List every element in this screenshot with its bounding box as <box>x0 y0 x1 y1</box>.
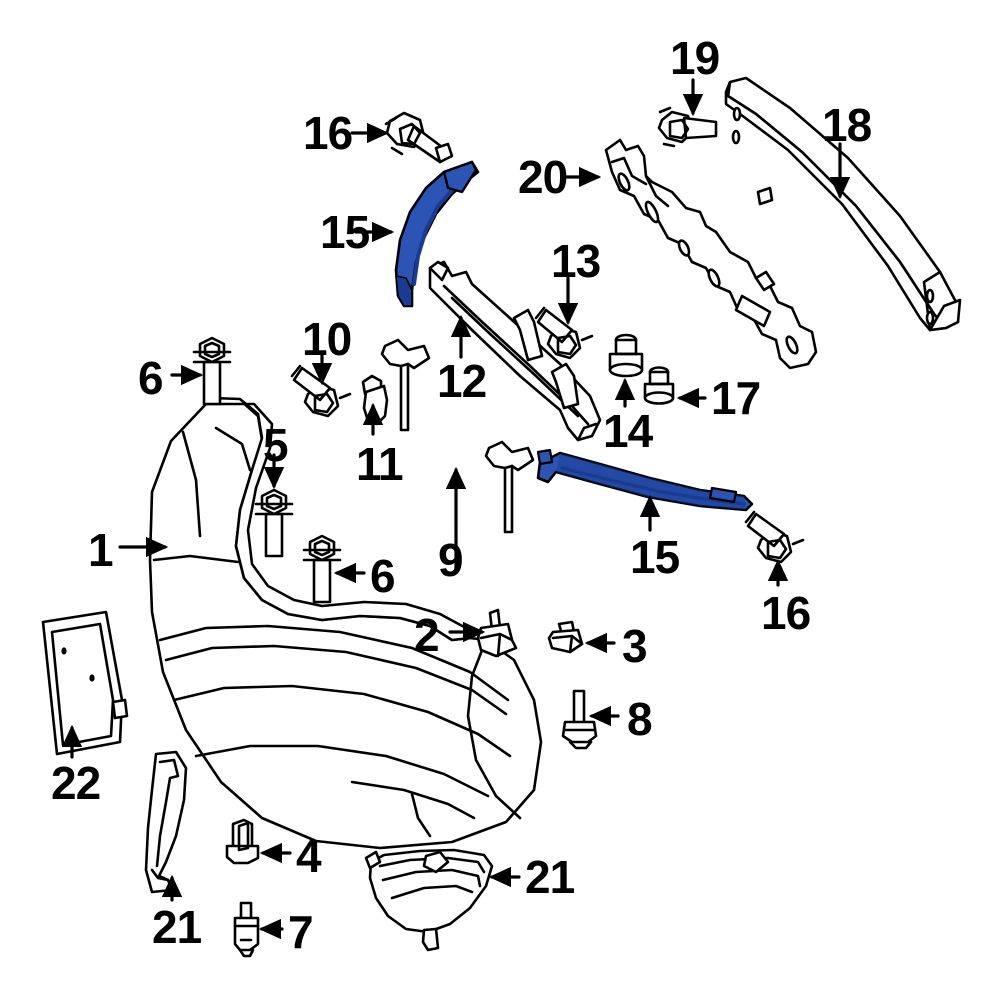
callout-6a[interactable]: 6 <box>138 352 164 404</box>
callout-12[interactable]: 12 <box>437 355 487 407</box>
callout-16b[interactable]: 16 <box>761 587 811 639</box>
callout-20[interactable]: 20 <box>518 151 568 203</box>
callout-1[interactable]: 1 <box>88 524 114 576</box>
part-bumper-side-reinforcement-bracket-highlighted[interactable] <box>394 160 480 308</box>
callout-6b[interactable]: 6 <box>370 550 396 602</box>
fastener-bumper-stud-clip-2[interactable] <box>476 608 518 658</box>
fastener-hex-flange-bolt-16a[interactable] <box>384 111 454 164</box>
part-license-plate-bracket[interactable] <box>41 610 129 756</box>
fastener-flange-bolt-5[interactable] <box>254 488 294 558</box>
part-energy-absorber-bar[interactable] <box>428 260 602 442</box>
part-bumper-reinforcement-beam-highlighted[interactable] <box>536 448 754 512</box>
callout-5[interactable]: 5 <box>263 419 289 471</box>
callout-21a[interactable]: 21 <box>152 901 202 953</box>
fastener-hex-flange-bolt-16b[interactable] <box>744 510 805 564</box>
callout-22[interactable]: 22 <box>51 757 101 809</box>
callout-15b[interactable]: 15 <box>630 531 680 583</box>
leader-arrows <box>61 78 851 940</box>
fastener-square-push-clip-4[interactable] <box>225 818 260 865</box>
fastener-hex-bolt-13[interactable] <box>534 306 594 360</box>
fastener-hex-flange-bolt-6a[interactable] <box>192 336 232 406</box>
fastener-stepped-grommet-17[interactable] <box>643 366 675 405</box>
callout-21b[interactable]: 21 <box>525 851 575 903</box>
fastener-hex-flange-bolt-19[interactable] <box>657 106 718 148</box>
callout-17[interactable]: 17 <box>711 372 761 424</box>
callout-8[interactable]: 8 <box>627 693 653 745</box>
callout-3[interactable]: 3 <box>622 620 648 672</box>
fastener-pin-retainer-clip-7[interactable] <box>233 901 260 958</box>
part-lower-grille-insert[interactable] <box>364 848 494 952</box>
callout-11[interactable]: 11 <box>356 438 404 490</box>
fastener-hex-flange-bolt-6b[interactable] <box>302 534 342 604</box>
fastener-retainer-clip-9[interactable] <box>484 440 535 534</box>
callout-2[interactable]: 2 <box>414 609 440 661</box>
callout-13[interactable]: 13 <box>551 235 601 287</box>
callout-4[interactable]: 4 <box>296 830 322 882</box>
callout-7[interactable]: 7 <box>288 906 314 958</box>
fastener-stepped-grommet-14[interactable] <box>608 333 644 378</box>
callout-10[interactable]: 10 <box>302 313 352 365</box>
part-upper-tie-bar-bracket[interactable] <box>604 138 818 370</box>
callout-16a[interactable]: 16 <box>303 107 353 159</box>
callout-19[interactable]: 19 <box>670 32 720 84</box>
callout-15a[interactable]: 15 <box>320 206 370 258</box>
callout-9[interactable]: 9 <box>438 534 464 586</box>
fastener-bumper-nut-grommet-3[interactable] <box>547 620 584 654</box>
fastener-oval-grommet-11[interactable] <box>361 374 389 426</box>
part-bumper-impact-bar[interactable] <box>724 76 962 332</box>
callout-18[interactable]: 18 <box>822 99 872 151</box>
callout-14[interactable]: 14 <box>603 405 653 457</box>
part-side-air-deflector-left[interactable] <box>144 750 188 894</box>
fastener-stud-bolt-8[interactable] <box>561 689 598 750</box>
part-front-bumper-cover[interactable] <box>148 396 543 850</box>
fastener-retainer-clip-11b[interactable] <box>380 338 431 432</box>
